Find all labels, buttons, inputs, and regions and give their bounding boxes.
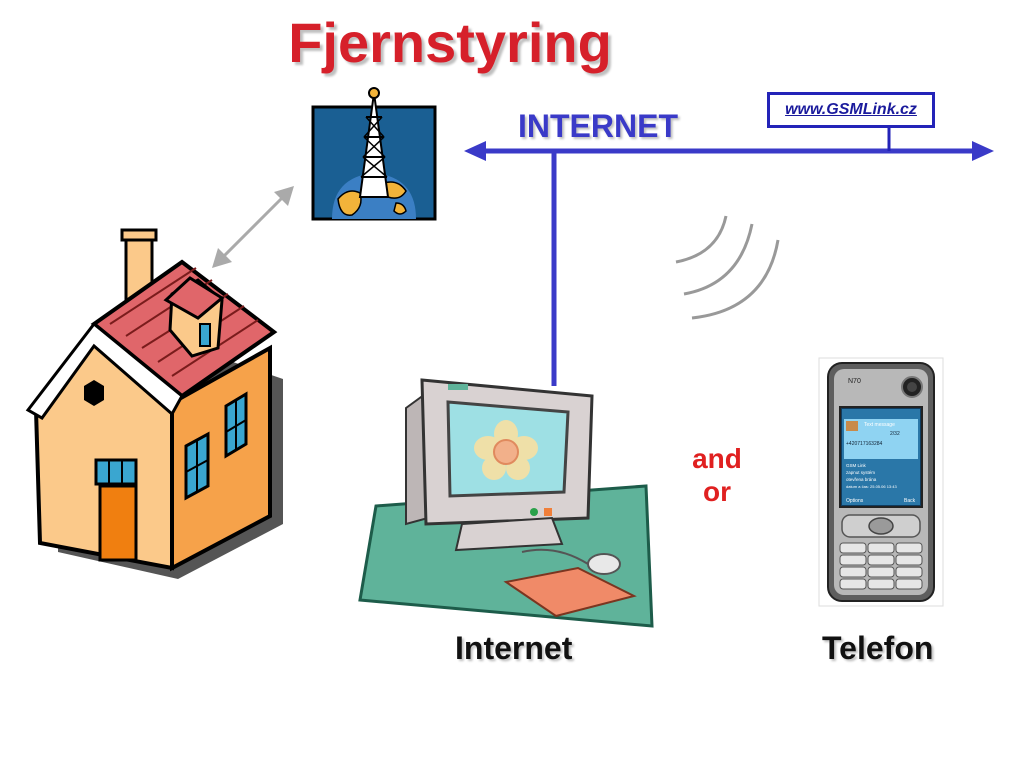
or-text: or <box>680 475 754 508</box>
phone-screen-line4: datum a čas: 25.05.06 13:43 <box>846 484 897 489</box>
phone-screen-number: +420717163284 <box>846 441 883 447</box>
gsmlink-link[interactable]: www.GSMLink.cz <box>785 101 917 119</box>
phone-screen-counter: 2/32 <box>890 431 900 437</box>
phone-screen-line3: otevřena brána <box>846 477 877 482</box>
computer-icon <box>356 368 656 630</box>
and-text: and <box>680 442 754 475</box>
phone-softkey-left: Options <box>846 498 864 504</box>
antenna-tower-icon <box>312 87 436 221</box>
phone-screen-line1: GSM Link <box>846 463 867 468</box>
phone-screen-header: Text message <box>864 422 895 428</box>
telefon-caption: Telefon <box>822 630 933 667</box>
phone-screen-line2: zapnut systém <box>846 470 875 475</box>
mobile-phone-icon: N70 Text message 2/32 +420717163284 GSM … <box>818 357 944 607</box>
house-icon <box>22 228 292 578</box>
gsmlink-link-box[interactable]: www.GSMLink.cz <box>767 92 935 128</box>
phone-softkey-right: Back <box>904 498 916 504</box>
and-or-label: and or <box>680 442 754 508</box>
signal-waves-icon <box>668 206 788 336</box>
internet-caption: Internet <box>455 630 572 667</box>
phone-model-label: N70 <box>848 378 861 385</box>
internet-label: INTERNET <box>518 108 678 145</box>
